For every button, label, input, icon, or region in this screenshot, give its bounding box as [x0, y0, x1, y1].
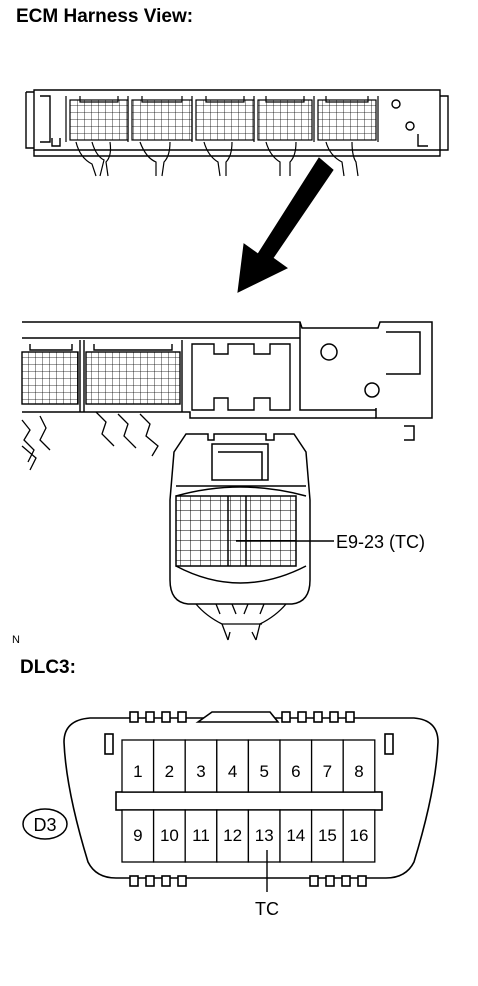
dlc3-pin-cell	[310, 739, 344, 793]
dlc3-heading: DLC3:	[20, 657, 76, 678]
dlc3-connector-id: D3	[22, 808, 68, 840]
ecm-wire-harness-top	[75, 141, 359, 177]
dlc3-pin-cell	[152, 739, 186, 793]
ecm-e9-socket	[191, 343, 291, 411]
dlc3-pin-number: 9	[133, 826, 142, 845]
dlc3-pin-cell	[342, 809, 376, 863]
ecm-wire-harness-enlarged	[21, 411, 159, 471]
ecm-harness-heading: ECM Harness View:	[16, 6, 194, 27]
ecm-connectors-enlarged	[21, 340, 291, 412]
dlc3-pin-cell	[342, 739, 376, 793]
d3-label: D3	[33, 815, 56, 835]
dlc3-pin-number: 1	[133, 762, 142, 781]
tc-label: TC	[255, 899, 279, 919]
ecm-connector-row-top-view	[65, 96, 379, 142]
dlc3-pin-number: 5	[259, 762, 268, 781]
dlc3-pin-cell	[121, 739, 155, 793]
dlc3-pin-number: 10	[160, 826, 179, 845]
dlc3-pin-number: 7	[323, 762, 332, 781]
dlc3-pin-cell	[247, 739, 281, 793]
dlc3-pin-cell	[247, 809, 281, 863]
e9-23-callout: E9-23 (TC)	[236, 532, 425, 552]
dlc3-pin-cell	[216, 809, 250, 863]
dlc3-pin-number: 15	[318, 826, 337, 845]
tc-pin-callout: TC	[255, 850, 279, 919]
ecm-unit-enlarged-view	[22, 321, 433, 441]
zoom-arrow	[237, 157, 334, 293]
e9-23-label: E9-23 (TC)	[336, 532, 425, 552]
e9-connector-plug	[169, 433, 311, 605]
dlc3-pin-number: 6	[291, 762, 300, 781]
dlc3-pin-number: 4	[228, 762, 237, 781]
figure-mark: N	[12, 634, 20, 646]
dlc3-pin-cell	[216, 739, 250, 793]
dlc3-pin-number: 3	[196, 762, 205, 781]
dlc3-pin-number: 2	[165, 762, 174, 781]
dlc3-pin-number: 14	[286, 826, 305, 845]
dlc3-pin-number: 12	[223, 826, 242, 845]
dlc3-pin-number: 16	[350, 826, 369, 845]
dlc3-pin-number: 11	[192, 826, 210, 845]
ecm-unit-top-view	[25, 89, 449, 157]
e9-wire-bundle	[195, 603, 287, 641]
dlc3-pin-number: 13	[255, 826, 274, 845]
dlc3-pin-number: 8	[354, 762, 363, 781]
